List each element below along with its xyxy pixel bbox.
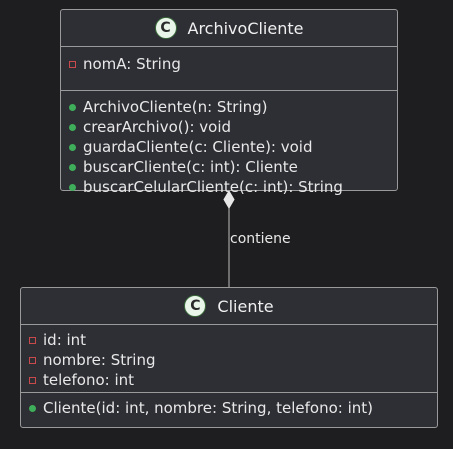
operation-row: buscarCliente(c: int): Cliente	[69, 157, 397, 177]
attributes-section: id: int nombre: String telefono: int	[21, 325, 437, 393]
private-visibility-icon	[29, 376, 36, 384]
operation-row: guardaCliente(c: Cliente): void	[69, 137, 397, 157]
attribute-text: telefono: int	[43, 371, 135, 389]
attribute-text: id: int	[43, 331, 87, 349]
operation-row: buscarCelularCliente(c: int): String	[69, 177, 397, 197]
class-stereotype-icon: C	[184, 295, 207, 317]
class-stereotype-icon: C	[154, 17, 177, 39]
operation-row: Cliente(id: int, nombre: String, telefon…	[29, 398, 437, 418]
attribute-text: nomA: String	[83, 55, 181, 73]
operation-text: Cliente(id: int, nombre: String, telefon…	[43, 399, 373, 417]
public-visibility-icon	[69, 123, 76, 131]
private-visibility-icon	[69, 60, 76, 68]
class-header: C Cliente	[21, 288, 437, 325]
class-name: ArchivoCliente	[187, 18, 304, 38]
operations-section: ArchivoCliente(n: String) crearArchivo()…	[61, 91, 397, 199]
class-archivo-cliente[interactable]: C ArchivoCliente nomA: String ArchivoCli…	[60, 9, 398, 196]
class-header: C ArchivoCliente	[61, 10, 397, 47]
attributes-section: nomA: String	[61, 47, 397, 91]
operation-text: ArchivoCliente(n: String)	[83, 98, 268, 116]
class-cliente[interactable]: C Cliente id: int nombre: String telefon…	[20, 287, 438, 428]
public-visibility-icon	[69, 183, 76, 191]
attribute-row: nomA: String	[69, 54, 397, 74]
operation-row: crearArchivo(): void	[69, 117, 397, 137]
private-visibility-icon	[29, 356, 36, 364]
operation-text: crearArchivo(): void	[83, 118, 232, 136]
operation-text: buscarCelularCliente(c: int): String	[83, 178, 343, 196]
attribute-row: nombre: String	[29, 350, 437, 370]
private-visibility-icon	[29, 336, 36, 344]
composition-diamond	[223, 190, 235, 209]
public-visibility-icon	[29, 404, 36, 412]
attribute-text: nombre: String	[43, 351, 156, 369]
public-visibility-icon	[69, 143, 76, 151]
class-name: Cliente	[217, 296, 274, 316]
attribute-row: id: int	[29, 330, 437, 350]
attribute-row: telefono: int	[29, 370, 437, 390]
public-visibility-icon	[69, 103, 76, 111]
operation-text: buscarCliente(c: int): Cliente	[83, 158, 298, 176]
relation-label: contiene	[230, 231, 291, 247]
operation-text: guardaCliente(c: Cliente): void	[83, 138, 313, 156]
public-visibility-icon	[69, 163, 76, 171]
operations-section: Cliente(id: int, nombre: String, telefon…	[21, 393, 437, 420]
operation-row: ArchivoCliente(n: String)	[69, 97, 397, 117]
